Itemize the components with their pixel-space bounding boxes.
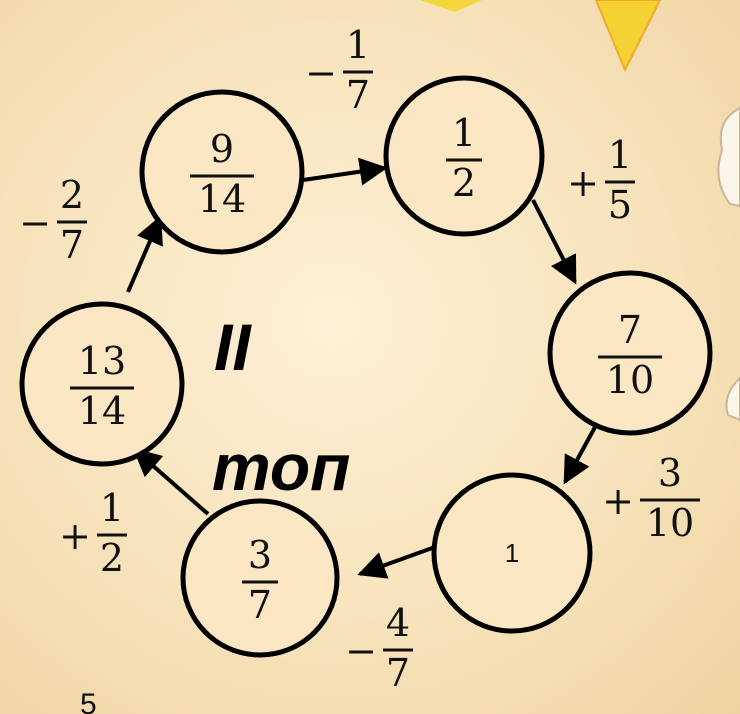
node-3-denominator: 10 <box>606 358 654 402</box>
arrow-4 <box>357 545 436 579</box>
operation-1-sign: − <box>305 51 337 95</box>
operation-3-numerator: 3 <box>658 451 682 495</box>
operation-5-numerator: 1 <box>100 486 124 530</box>
node-5-denominator: 7 <box>248 583 272 627</box>
node-3-numerator: 7 <box>618 308 642 352</box>
operation-5-sign: + <box>59 514 91 558</box>
node-2-denominator: 2 <box>452 161 476 205</box>
operation-6: −2 7 <box>19 173 87 267</box>
operation-6-sign: − <box>19 201 51 245</box>
operation-2: +1 5 <box>567 133 635 227</box>
node-1-denominator: 14 <box>198 177 246 221</box>
operation-3: +3 10 <box>602 451 700 545</box>
node-2-numerator: 1 <box>452 111 476 155</box>
operation-3-denominator: 10 <box>646 501 694 545</box>
operations-group: −17+15+310−47+12−27 <box>19 23 700 695</box>
operation-4-denominator: 7 <box>386 651 410 695</box>
operation-5-denominator: 2 <box>100 536 124 580</box>
operation-1: −1 7 <box>305 23 373 117</box>
operation-1-numerator: 1 <box>346 23 370 67</box>
speech-bubble-decoration <box>717 106 740 422</box>
node-6-circle <box>19 301 185 467</box>
node-4-circle <box>431 472 593 634</box>
footer-text: 5 <box>80 688 97 714</box>
operation-4-sign: − <box>345 629 377 673</box>
operation-2-denominator: 5 <box>608 183 632 227</box>
title-line-2: топ <box>212 430 350 504</box>
node-2-circle <box>383 75 545 237</box>
node-1: 914 <box>139 89 305 255</box>
title-line-1: II <box>214 310 252 384</box>
arrows-group <box>126 157 602 579</box>
operation-2-sign: + <box>567 161 599 205</box>
operation-6-numerator: 2 <box>60 173 84 217</box>
operation-3-sign: + <box>602 479 634 523</box>
operation-6-denominator: 7 <box>60 223 84 267</box>
arrow-1 <box>302 157 388 186</box>
node-5-numerator: 3 <box>248 533 272 577</box>
node-5: 37 <box>180 498 340 658</box>
node-6-denominator: 14 <box>78 389 126 433</box>
node-3: 710 <box>547 270 713 436</box>
node-1-circle <box>139 89 305 255</box>
arrow-5 <box>132 448 210 516</box>
operation-2-numerator: 1 <box>608 133 632 177</box>
node-1-numerator: 9 <box>210 127 234 171</box>
arrow-2 <box>531 199 577 285</box>
node-5-circle <box>180 498 340 658</box>
operation-1-denominator: 7 <box>346 73 370 117</box>
arrow-6 <box>126 215 163 293</box>
node-4-value: 1 <box>505 538 519 568</box>
node-4: 1 <box>431 472 593 634</box>
sun-decoration <box>420 0 662 73</box>
operation-4-numerator: 4 <box>386 601 410 645</box>
arrow-3 <box>563 417 602 485</box>
node-2: 12 <box>383 75 545 237</box>
operation-5: +1 2 <box>59 486 127 580</box>
node-3-circle <box>547 270 713 436</box>
node-6-numerator: 13 <box>78 339 126 383</box>
operation-4: −4 7 <box>345 601 413 695</box>
